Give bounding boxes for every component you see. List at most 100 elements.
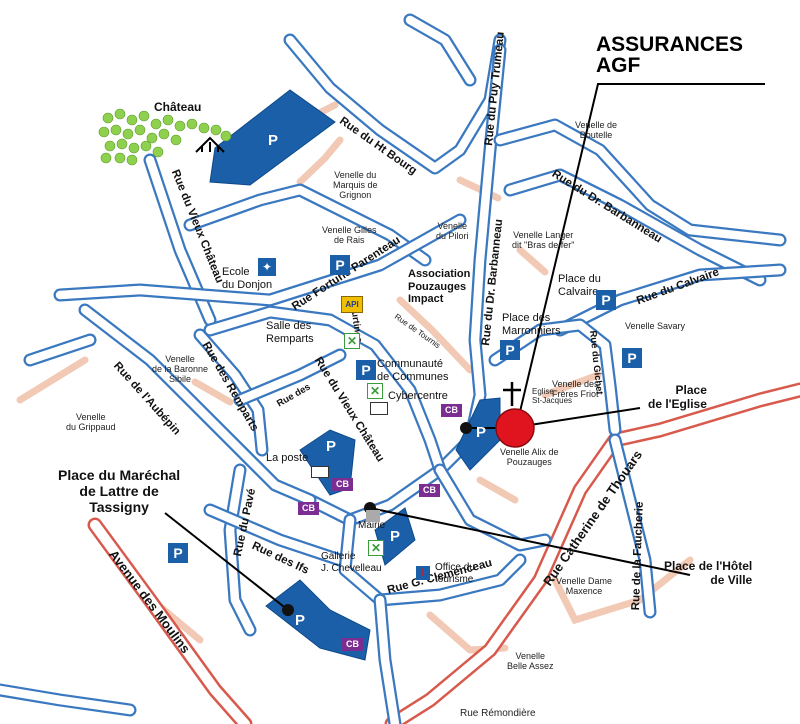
eglise-sj-l2: St-Jacques (532, 395, 573, 405)
landmark-chateau: Château (154, 100, 202, 114)
association-l2: Pouzauges (408, 280, 467, 293)
venelle-langer: Venelle Langer dit "Bras de fer" (512, 230, 575, 251)
parking-ht-bourg (209, 89, 336, 186)
landmark-communaute: Communauté de Communes (377, 358, 449, 383)
venelle-pilori: Venelle du Pilori (436, 221, 469, 242)
parking-poste-label: P (326, 438, 337, 455)
freres-l1: Venelle des (552, 379, 599, 389)
association-l3: Impact (408, 293, 444, 306)
venelle-marquis: Venelle du Marquis de Grignon (333, 170, 378, 201)
eglise-l2: de l'Eglise (648, 396, 707, 411)
ecole-l1: Ecole (222, 266, 250, 278)
street-remondiere: Rue Rémondière (460, 708, 536, 719)
parking-mairie-label: P (390, 528, 401, 545)
baronne-l3: Sibile (169, 373, 192, 384)
calvaire-l2: Calvaire (558, 285, 599, 298)
savary-l1: Venelle Savary (625, 321, 686, 331)
venelle-dame: Venelle Dame Maxence (556, 576, 613, 597)
api-logo: API (341, 296, 363, 313)
communaute-icon: ✕ (367, 383, 383, 399)
gilles-l1: Venelle Gilles (322, 225, 377, 235)
mail-icon (311, 466, 329, 478)
parking-badge-communaute: P (356, 360, 376, 380)
cb-badge-mairie: CB (419, 484, 440, 497)
landmark-ecole: Ecole du Donjon (222, 266, 272, 291)
alix-l2: Pouzauges (506, 456, 552, 467)
salle-icon: ✕ (344, 333, 360, 349)
grippaud-l2: du Grippaud (66, 421, 116, 432)
parking-badge-moulins: P (168, 543, 188, 563)
chateau-icon (195, 136, 225, 153)
mairie-building-icon (366, 510, 380, 522)
landmark-eglise-sj: Eglise St-Jacques (532, 387, 573, 406)
communaute-l2: de Communes (377, 370, 449, 383)
marquis-l2: Marquis de (333, 179, 378, 190)
cb-badge-west: CB (298, 502, 319, 515)
dame-l1: Venelle Dame (556, 576, 613, 586)
main-roads (87, 382, 800, 724)
venelle-belle: Venelle Belle Assez (507, 651, 554, 672)
parking-marechal-label: P (295, 612, 306, 629)
church-icon (503, 382, 521, 406)
parking-badge-calvaire: P (596, 290, 616, 310)
landmark-galerie: Gallerie J. Chevelleau (321, 551, 382, 574)
landmark-cybercentre: Cybercentre (388, 390, 448, 402)
belle-l2: Belle Assez (507, 660, 554, 671)
parking-badge-gilles: P (330, 255, 350, 275)
salle-l2: Remparts (266, 332, 314, 345)
venelle-freres: Venelle des Frères Friot (552, 379, 599, 400)
office-l2: tourisme (435, 573, 474, 585)
grippaud-l1: Venelle (76, 412, 106, 422)
marechal-l2: de Lattre de (79, 483, 159, 500)
computer-icon (370, 402, 388, 415)
cb-badge-poste: CB (332, 478, 353, 491)
venelle-boutelle: Venelle de Boutelle (575, 120, 618, 141)
office-l1: Office du (435, 562, 475, 573)
parking-eglise-label: P (476, 424, 487, 441)
galerie-icon: ✕ (368, 540, 384, 556)
calvaire-l1: Place du (558, 273, 601, 285)
salle-l1: Salle des (266, 320, 312, 332)
alix-l1: Venelle Alix de (500, 447, 559, 457)
place-marronniers-label: Place des Marronniers (502, 312, 561, 337)
landmark-mairie: Mairie (358, 520, 386, 531)
venelle-savary: Venelle Savary (625, 321, 686, 332)
hotel-l1: Place de l'Hôtel (664, 559, 753, 573)
belle-l1: Venelle (515, 651, 546, 661)
marronniers-l1: Place des (502, 312, 551, 324)
baronne-l1: Venelle (165, 354, 195, 364)
langer-l2: dit "Bras de fer" (512, 239, 575, 250)
business-label: ASSURANCES AGF (596, 34, 743, 76)
pilori-l2: du Pilori (436, 230, 469, 241)
place-eglise-label: Place de l'Eglise (648, 383, 707, 412)
business-line2: AGF (596, 54, 641, 77)
communaute-l1: Communauté (377, 358, 444, 370)
parking-badge-marronniers: P (500, 340, 520, 360)
landmark-salle: Salle des Remparts (266, 320, 314, 345)
venelle-baronne: Venelle de la Baronne Sibile (152, 354, 209, 385)
school-icon: ✦ (258, 258, 276, 276)
agf-location-marker[interactable] (495, 408, 535, 448)
place-calvaire-label: Place du Calvaire (558, 273, 601, 298)
hotel-l2: de Ville (710, 572, 753, 587)
venelle-gilles: Venelle Gilles de Rais (322, 225, 377, 246)
langer-l1: Venelle Langer (513, 230, 574, 240)
roads (0, 13, 787, 724)
business-line1: ASSURANCES (596, 33, 744, 56)
galerie-l1: Gallerie (321, 551, 356, 562)
eglise-sj-l1: Eglise (532, 387, 554, 396)
venelle-alix: Venelle Alix de Pouzauges (500, 447, 559, 468)
marquis-l1: Venelle du (334, 170, 377, 180)
baronne-l2: de la Baronne (152, 363, 209, 374)
tourism-info-icon: i (416, 566, 430, 580)
marechal-dot (282, 604, 294, 616)
pilori-l1: Venelle (437, 221, 468, 231)
boutelle-l1: Venelle de (575, 120, 618, 130)
eglise-l1: Place (675, 383, 707, 397)
boutelle-l2: Boutelle (579, 129, 613, 140)
eglise-dot (460, 422, 472, 434)
freres-l2: Frères Friot (552, 388, 599, 399)
marquis-l3: Grignon (339, 189, 372, 200)
